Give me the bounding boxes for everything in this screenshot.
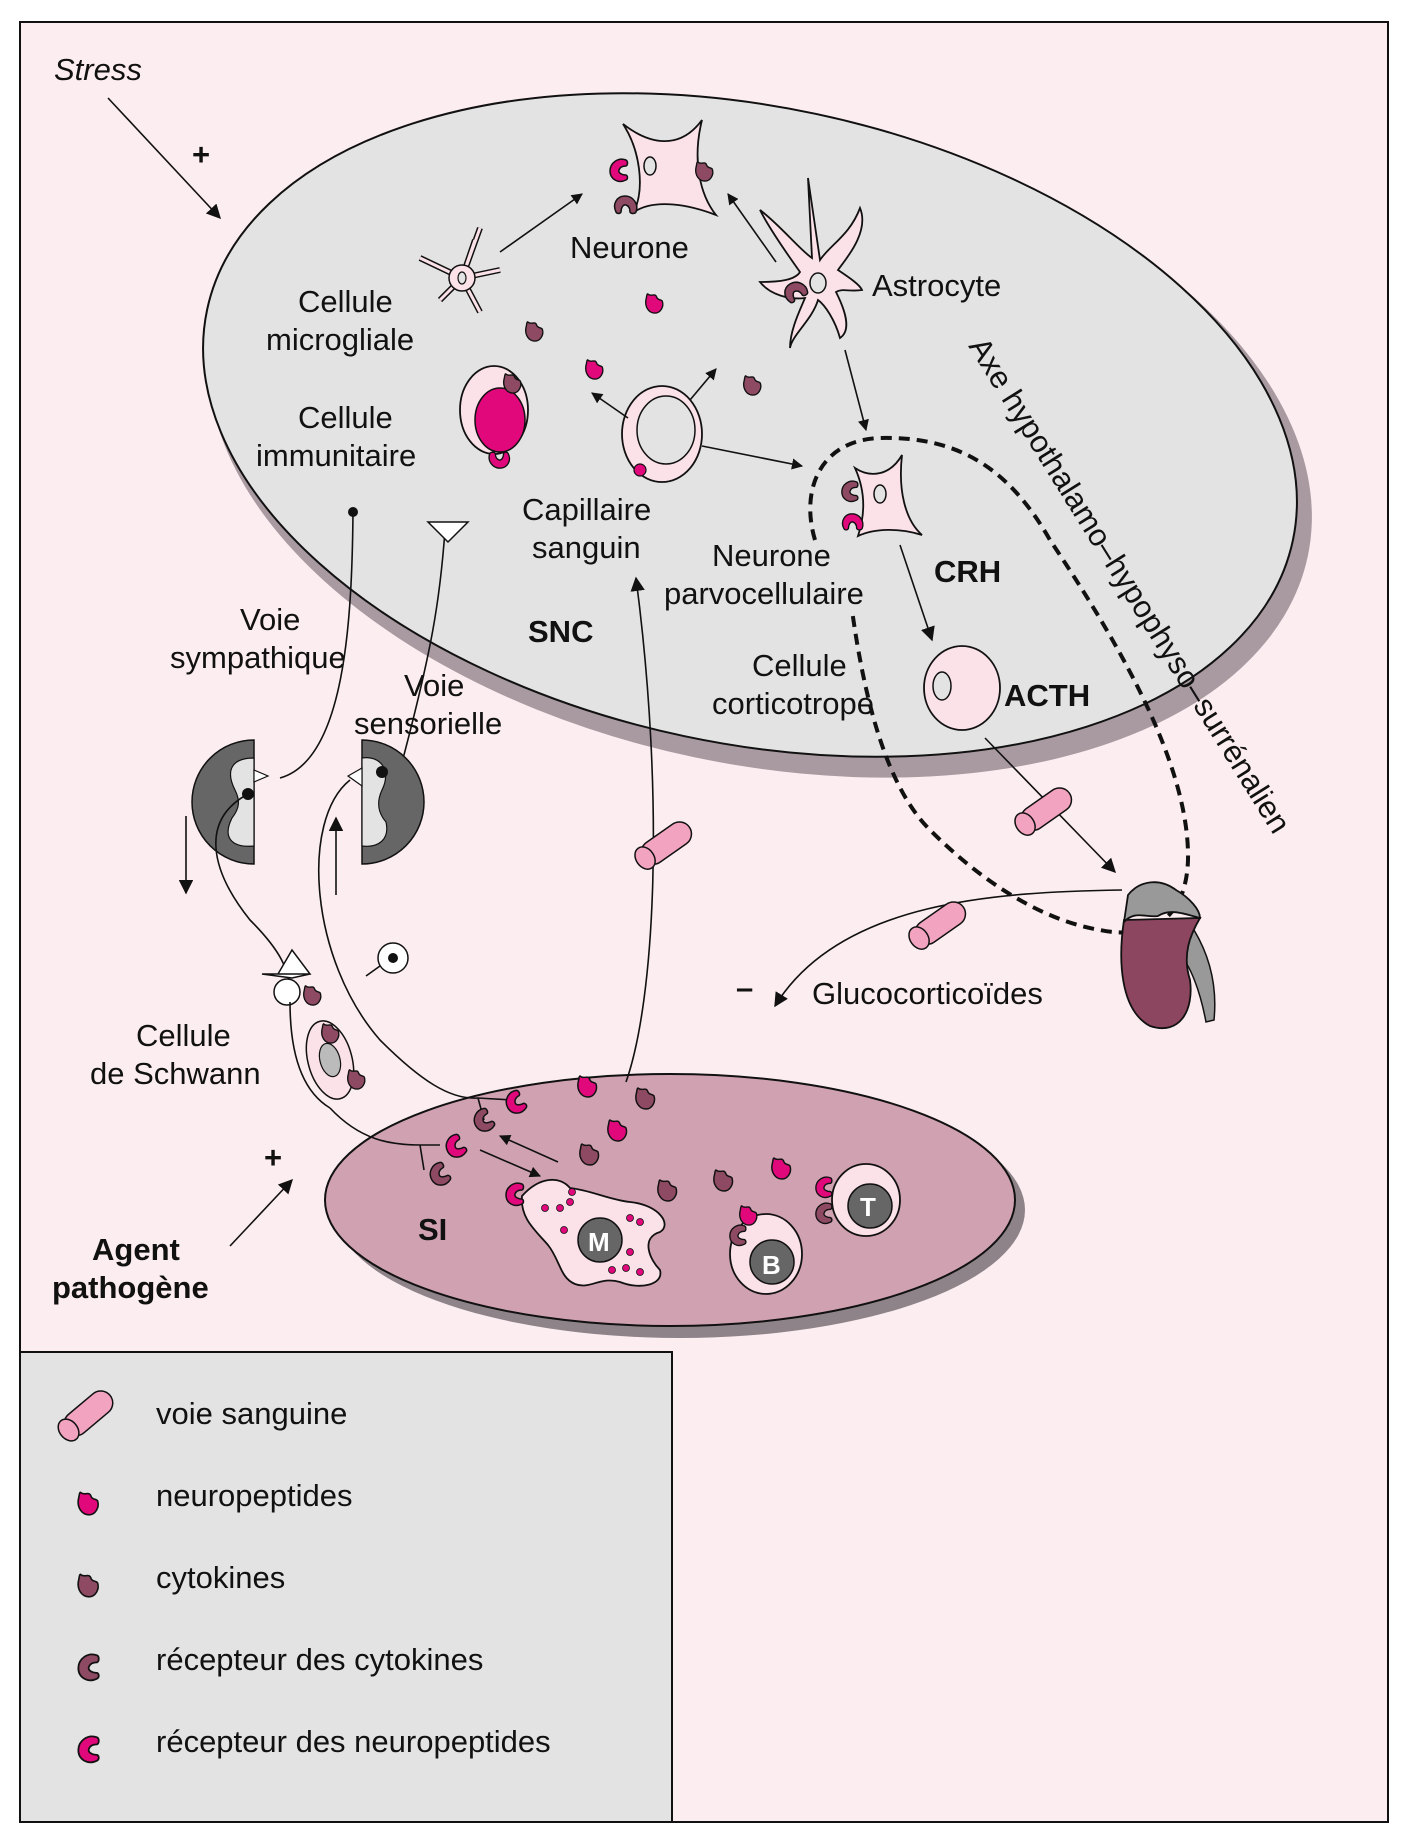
- snc-label: SNC: [528, 614, 593, 649]
- legend-item-neuropeptide-receptor: récepteur des neuropeptides: [77, 1724, 551, 1764]
- neuron-label: Neurone: [570, 230, 689, 265]
- microglia-label-line1: Cellule: [298, 284, 393, 319]
- legend-label: récepteur des neuropeptides: [156, 1724, 551, 1759]
- immune-cell-label-line2: immunitaire: [256, 438, 416, 473]
- astrocyte-label: Astrocyte: [872, 268, 1001, 303]
- sensory-afferent-fiber: [318, 779, 479, 1099]
- sensory-label-line1: Voie: [404, 668, 464, 703]
- blood-vessel-icon: [908, 901, 967, 950]
- schwann-label-line1: Cellule: [136, 1018, 231, 1053]
- pathogen-label-line2: pathogène: [52, 1270, 209, 1305]
- t-cell-label: T: [860, 1192, 876, 1222]
- kidney-adrenal: [1120, 881, 1216, 1029]
- astrocyte-cell: [758, 177, 864, 349]
- corticotrope-cell: [923, 645, 1001, 731]
- stress-arrow: [107, 97, 221, 220]
- legend-item-cytokines: cytokines: [77, 1560, 285, 1598]
- acth-label: ACTH: [1004, 678, 1090, 713]
- legend-label: récepteur des cytokines: [156, 1642, 483, 1677]
- macrophage-to-nerve-arrow: [498, 1135, 559, 1163]
- parvocellular-neuron: [841, 454, 923, 538]
- ganglion-stalk: [365, 965, 381, 977]
- b-cell: [729, 1205, 803, 1295]
- pathogen-plus-sign: +: [264, 1140, 282, 1175]
- schwann-label-line2: de Schwann: [90, 1056, 261, 1091]
- microglial-cell: [418, 226, 501, 314]
- crh-label: CRH: [934, 554, 1001, 589]
- stress-label: Stress: [54, 52, 142, 87]
- si-label: SI: [418, 1212, 447, 1247]
- microglia-nucleus: [457, 271, 467, 285]
- b-cell-label: B: [762, 1250, 781, 1280]
- legend-box: [19, 1351, 673, 1823]
- sympathetic-terminal: [261, 948, 312, 979]
- astrocyte-to-neuron-arrow: [727, 193, 777, 263]
- sympathetic-label-line1: Voie: [240, 602, 300, 637]
- glucocorticoids-label: Glucocorticoïdes: [812, 976, 1043, 1011]
- t-cell: [815, 1163, 901, 1237]
- parvo-label-line2: parvocellulaire: [664, 576, 864, 611]
- cns-region: [202, 92, 1298, 758]
- blood-vessel-icon: [1014, 787, 1073, 836]
- legend-item-neuropeptides: neuropeptides: [77, 1478, 353, 1516]
- legend-item-blood: voie sanguine: [57, 1390, 347, 1442]
- legend-item-cytokine-receptor: récepteur des cytokines: [77, 1642, 483, 1682]
- immune-cell-label-line1: Cellule: [298, 400, 393, 435]
- crh-arrow: [899, 544, 935, 642]
- microglia-label-line2: microgliale: [266, 322, 414, 357]
- neuron-cell: [609, 119, 719, 218]
- sensory-pathway: [399, 529, 446, 771]
- spinal-cord-right: [346, 739, 425, 865]
- legend-label: voie sanguine: [156, 1396, 347, 1431]
- capillary-label-line1: Capillaire: [522, 492, 651, 527]
- microglia-to-neuron-arrow: [499, 193, 583, 253]
- parvo-label-line1: Neurone: [712, 538, 831, 573]
- stress-plus-sign: +: [192, 137, 210, 172]
- corticotrope-label-line1: Cellule: [752, 648, 847, 683]
- legend-label: cytokines: [156, 1560, 285, 1595]
- sympathetic-pathway: [279, 511, 354, 779]
- sympathetic-label-line2: sympathique: [170, 640, 346, 675]
- corticotrope-label-line2: corticotrope: [712, 686, 874, 721]
- schwann-node: [273, 978, 301, 1006]
- blood-vessel-icon: [634, 821, 693, 870]
- legend-label: neuropeptides: [156, 1478, 353, 1513]
- capillary-to-parvo-arrow: [701, 445, 804, 470]
- astrocyte-to-parvo-arrow: [844, 349, 869, 432]
- capillary-to-left-arrow: [591, 392, 629, 419]
- cns-immune-cell: [459, 365, 529, 469]
- immune-to-capillary-bloodline: [625, 576, 655, 1083]
- glucocorticoid-minus-sign: –: [736, 970, 753, 1005]
- macrophage-cell: [505, 1179, 666, 1287]
- ganglion-nucleus: [388, 953, 398, 963]
- sensory-receptor-triangle: [426, 521, 470, 544]
- glucocorticoid-feedback-arrow: [774, 889, 1123, 1008]
- schwann-cell: [289, 1001, 366, 1109]
- blood-vessel-icon: [57, 1390, 114, 1442]
- spinal-cord-left: [191, 739, 270, 865]
- capillary-to-top-arrow: [689, 368, 717, 401]
- si-nerve-to-macrophage-arrow: [479, 1149, 542, 1178]
- capillary-label-line2: sanguin: [532, 530, 641, 565]
- macrophage-label: M: [588, 1227, 610, 1257]
- pathogen-arrow: [229, 1178, 293, 1247]
- sensory-label-line2: sensorielle: [354, 706, 502, 741]
- pathogen-label-line1: Agent: [92, 1232, 180, 1267]
- blood-capillary: [621, 385, 703, 483]
- sympathetic-terminal-branch: [329, 1107, 440, 1171]
